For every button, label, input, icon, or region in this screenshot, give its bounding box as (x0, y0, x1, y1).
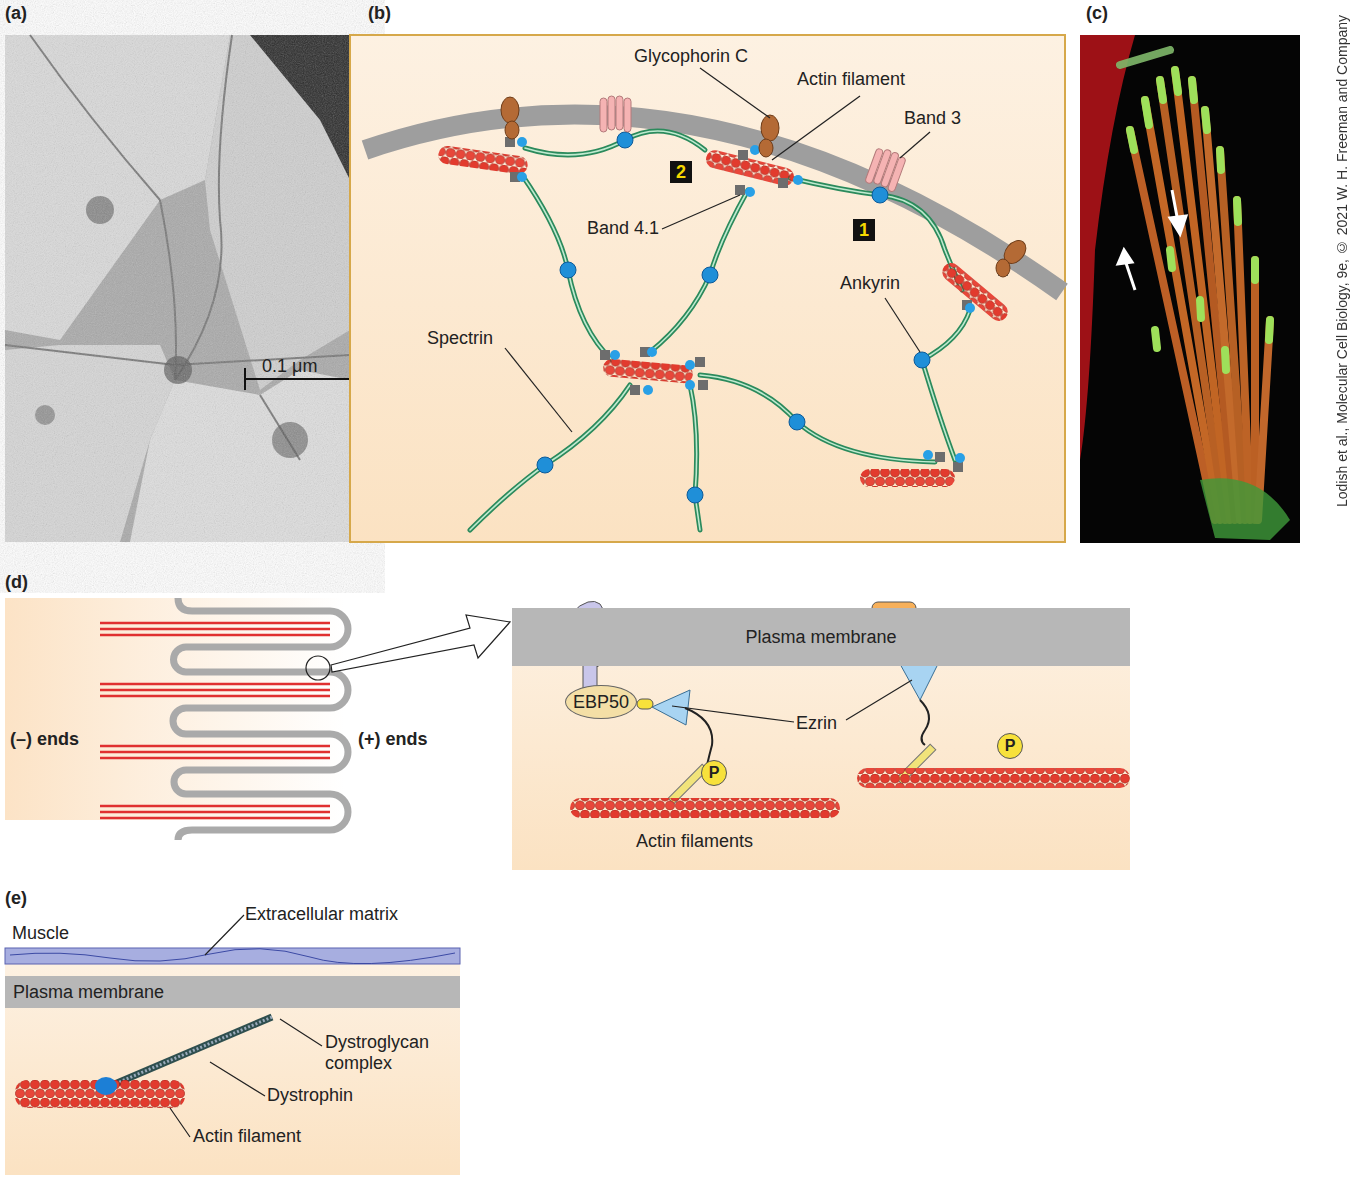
node-text: P (1005, 737, 1016, 755)
part-label: Glycophorin C (634, 46, 748, 67)
node-text: 2 (676, 162, 686, 183)
node-text: P (709, 764, 720, 782)
protein-shape: P (997, 733, 1023, 759)
part-label: Band 3 (904, 108, 961, 129)
fluorescence-micrograph (1080, 35, 1300, 543)
part-label: Muscle (12, 923, 69, 944)
node-text: 1 (859, 220, 869, 241)
membrane-band: Plasma membrane (512, 608, 1130, 666)
part-label: Spectrin (427, 328, 493, 349)
part-label: Ezrin (796, 713, 837, 734)
protein-shape: EBP50 (565, 685, 637, 719)
callout-number: 2 (670, 161, 692, 183)
panel-letter: (c) (1086, 3, 1108, 24)
node-text: Plasma membrane (13, 982, 164, 1003)
part-label: Extracellular matrix (245, 904, 398, 925)
callout-number: 1 (853, 219, 875, 241)
em-micrograph (5, 35, 352, 542)
membrane-band: Plasma membrane (5, 976, 460, 1008)
panel-letter: (e) (5, 888, 27, 909)
part-label: Dystrophin (267, 1085, 353, 1106)
part-label: 0.1 μm (262, 356, 317, 377)
spectrin-network (350, 35, 1065, 542)
node-text: EBP50 (573, 692, 629, 713)
panel-letter: (b) (368, 3, 391, 24)
part-label: Ankyrin (840, 273, 900, 294)
node-text: Plasma membrane (745, 627, 896, 648)
panel-letter: (–) ends (10, 729, 79, 750)
part-label: Band 4.1 (587, 218, 659, 239)
panel-letter: (d) (5, 572, 28, 593)
part-label: Actin filament (797, 69, 905, 90)
protein-shape: P (701, 760, 727, 786)
credit-line: Lodish et al., Molecular Cell Biology, 9… (1334, 15, 1350, 507)
part-label: Actin filament (193, 1126, 301, 1147)
microvilli-drawing (5, 598, 1130, 870)
panel-letter: (a) (5, 3, 27, 24)
part-label: Dystroglycan complex (325, 1032, 465, 1073)
panel-letter: (+) ends (358, 729, 428, 750)
part-label: Actin filaments (636, 831, 753, 852)
